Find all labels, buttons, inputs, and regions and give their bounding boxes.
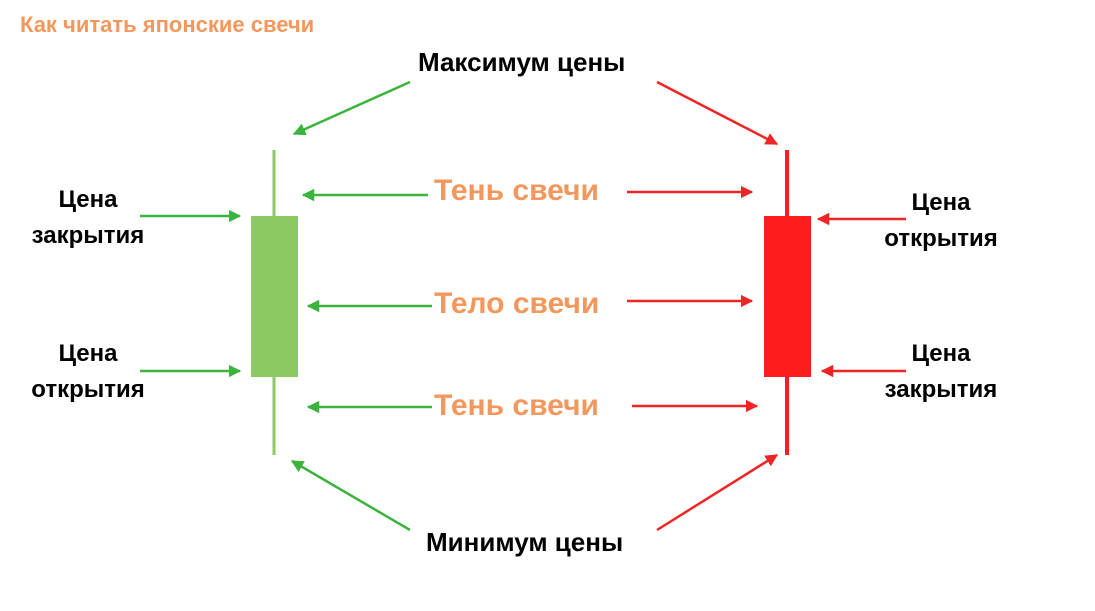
bear-open-label-line1: Цена [911, 189, 971, 216]
bearish-candle-body [764, 216, 811, 377]
body-label: Тело свечи [434, 287, 600, 320]
min-price-label: Минимум цены [426, 527, 624, 557]
arrow-max-to-bear [656, 80, 779, 146]
bear-open-label: Цена открытия [873, 185, 1009, 257]
bear-close-label-line2: закрытия [884, 376, 998, 403]
bull-close-label-line1: Цена [58, 186, 118, 213]
bear-close-label-line1: Цена [911, 340, 971, 367]
shadow-top-label: Тень свечи [434, 174, 599, 207]
bull-close-label: Цена закрытия [20, 182, 156, 254]
bull-open-label: Цена открытия [20, 336, 156, 408]
bear-open-label-line2: открытия [884, 225, 998, 252]
arrow-min-to-bull [290, 459, 411, 532]
bull-open-label-line2: открытия [31, 376, 145, 403]
bear-close-label: Цена закрытия [873, 336, 1009, 408]
bull-open-label-line1: Цена [58, 340, 118, 367]
bullish-candle-body [251, 216, 298, 377]
shadow-bottom-label: Тень свечи [434, 389, 599, 422]
bull-close-label-line2: закрытия [31, 222, 145, 249]
max-price-label: Максимум цены [418, 47, 626, 77]
arrow-max-to-bull [292, 80, 411, 136]
arrow-min-to-bear [656, 453, 779, 532]
page-title: Как читать японские свечи [20, 12, 315, 37]
